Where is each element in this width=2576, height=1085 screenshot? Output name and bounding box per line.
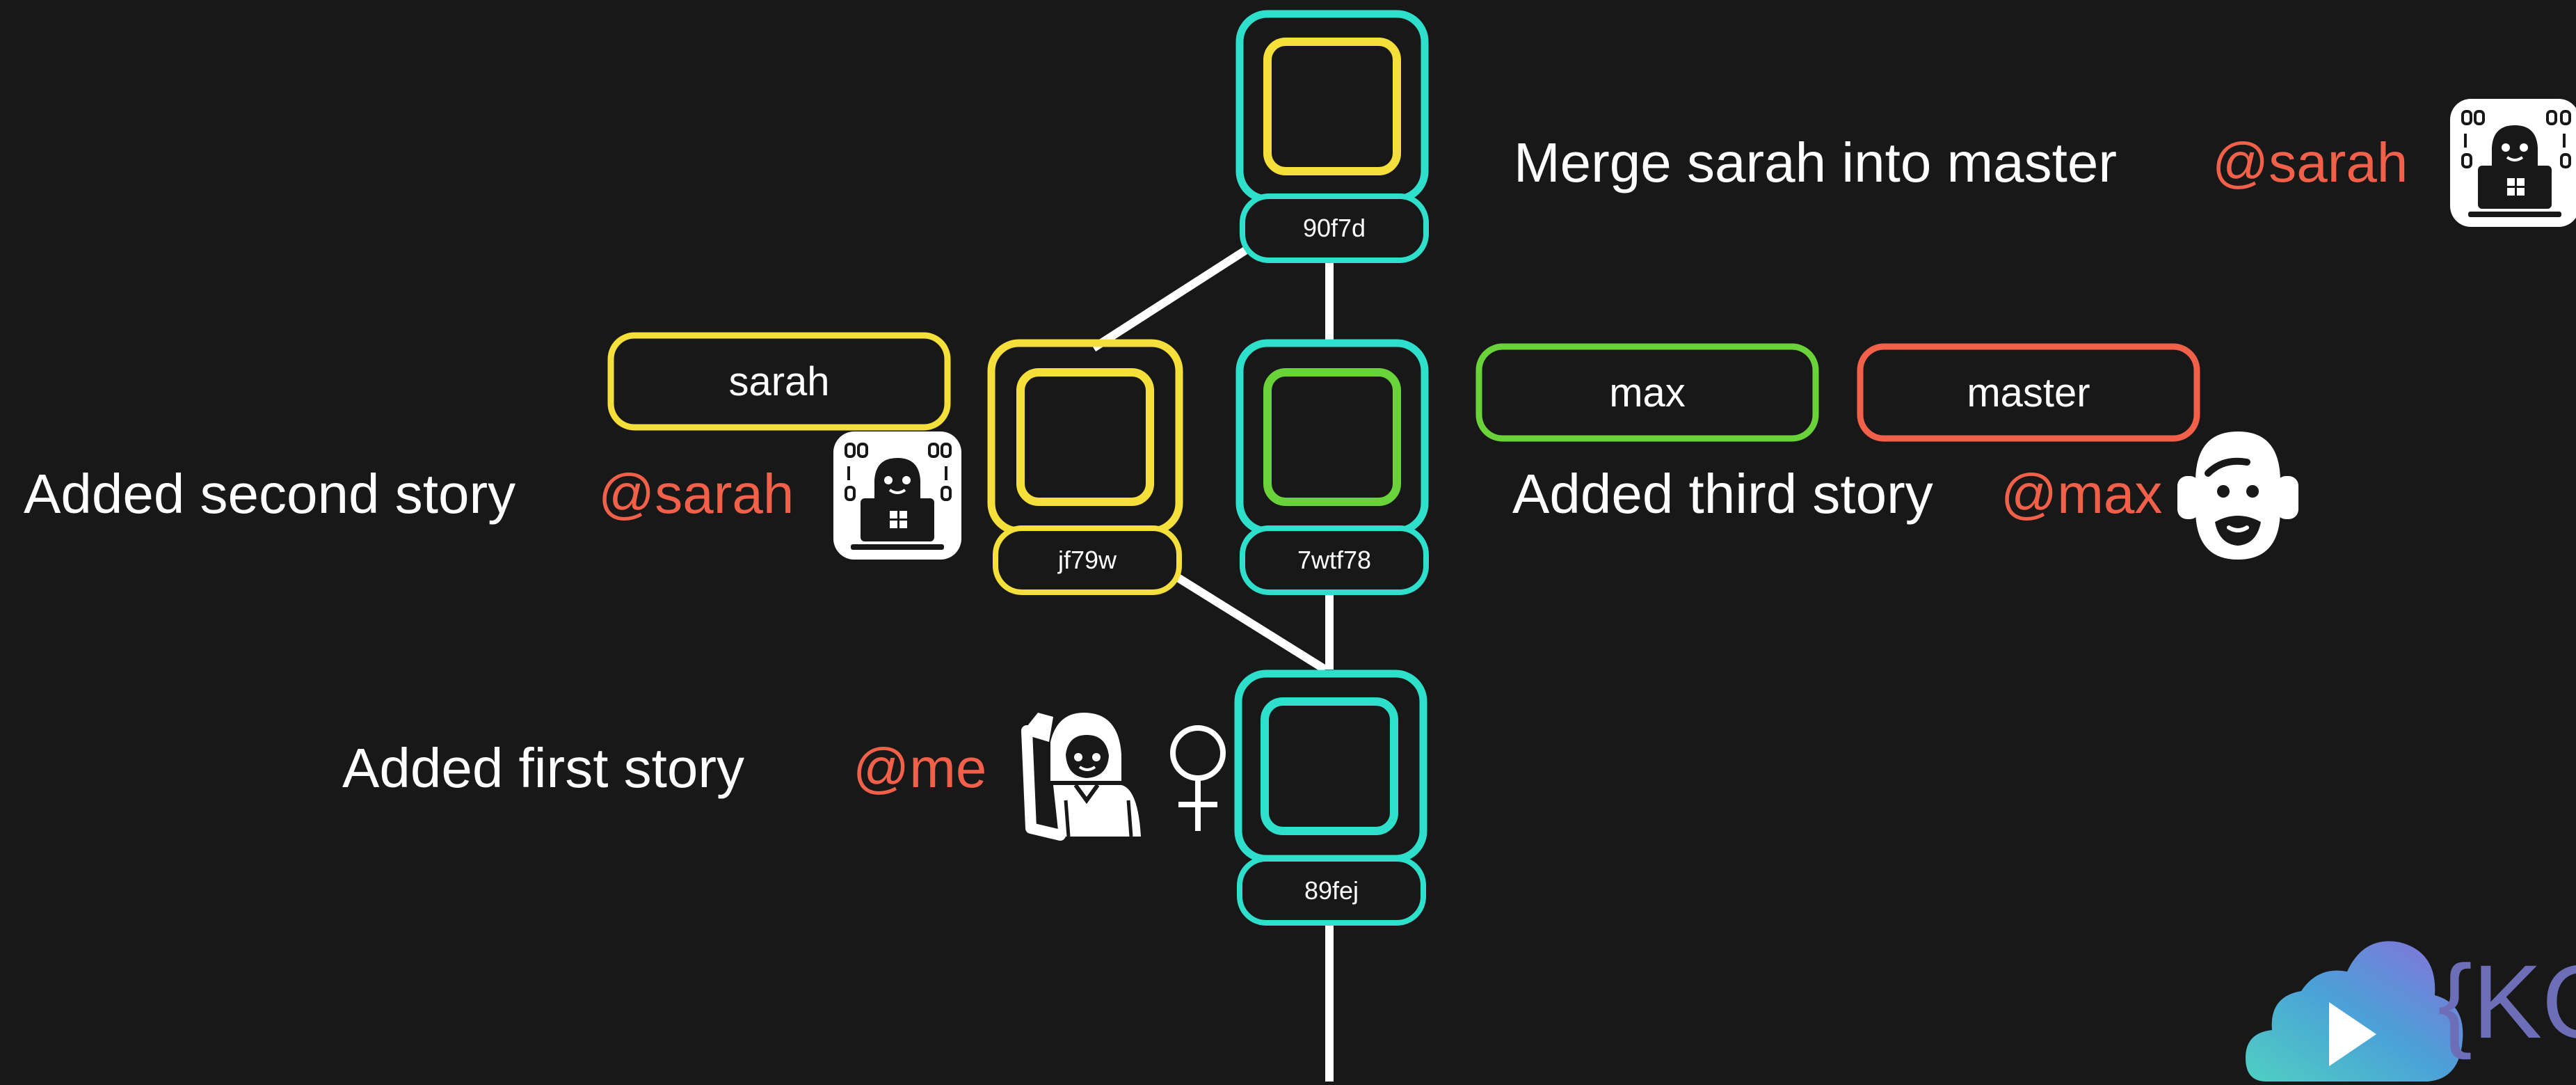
connectors (1091, 246, 1334, 1082)
logo-text: {KO (2438, 943, 2576, 1060)
commit-hash-label: 89fej (1304, 876, 1359, 905)
branch-label-sarah: sarah (728, 359, 830, 404)
connector-jf79w-90f7d (1091, 246, 1248, 352)
commit-node-90f7d[interactable] (1235, 10, 1429, 263)
commit-message: Added first story (342, 737, 745, 799)
woman-raising-hand-icon (1021, 713, 1141, 841)
branch-label-master: master (1967, 370, 2090, 415)
commit-hash-label: 90f7d (1302, 214, 1366, 242)
branch-label-max: max (1609, 370, 1686, 415)
commit-author: @sarah (598, 463, 794, 525)
branch-pill-master[interactable] (1857, 343, 2200, 442)
branch-pill-max[interactable] (1475, 343, 1819, 442)
commit-hash-label: 7wtf78 (1297, 546, 1372, 574)
branch-pill-sarah[interactable] (607, 332, 951, 431)
commit-node-7wtf78[interactable] (1235, 339, 1429, 595)
commit-message: Added third story (1512, 463, 1933, 525)
commit-message: Added second story (24, 463, 516, 525)
cloud-play-icon (2246, 941, 2463, 1082)
laptop-coder-icon (833, 431, 961, 560)
commit-author: @sarah (2212, 132, 2408, 193)
commit-message: Merge sarah into master (1514, 132, 2118, 193)
laptop-coder-icon (2450, 99, 2576, 227)
bearded-man-face-icon (2177, 431, 2298, 560)
commit-node-jf79w[interactable] (987, 339, 1183, 595)
connector-jf79w-89fej (1173, 572, 1328, 674)
female-sign-icon (1170, 725, 1226, 831)
commit-node-89fej[interactable] (1234, 670, 1427, 926)
commit-author: @max (2001, 463, 2163, 525)
commit-hash-label: jf79w (1057, 546, 1117, 574)
commit-author: @me (853, 737, 987, 799)
